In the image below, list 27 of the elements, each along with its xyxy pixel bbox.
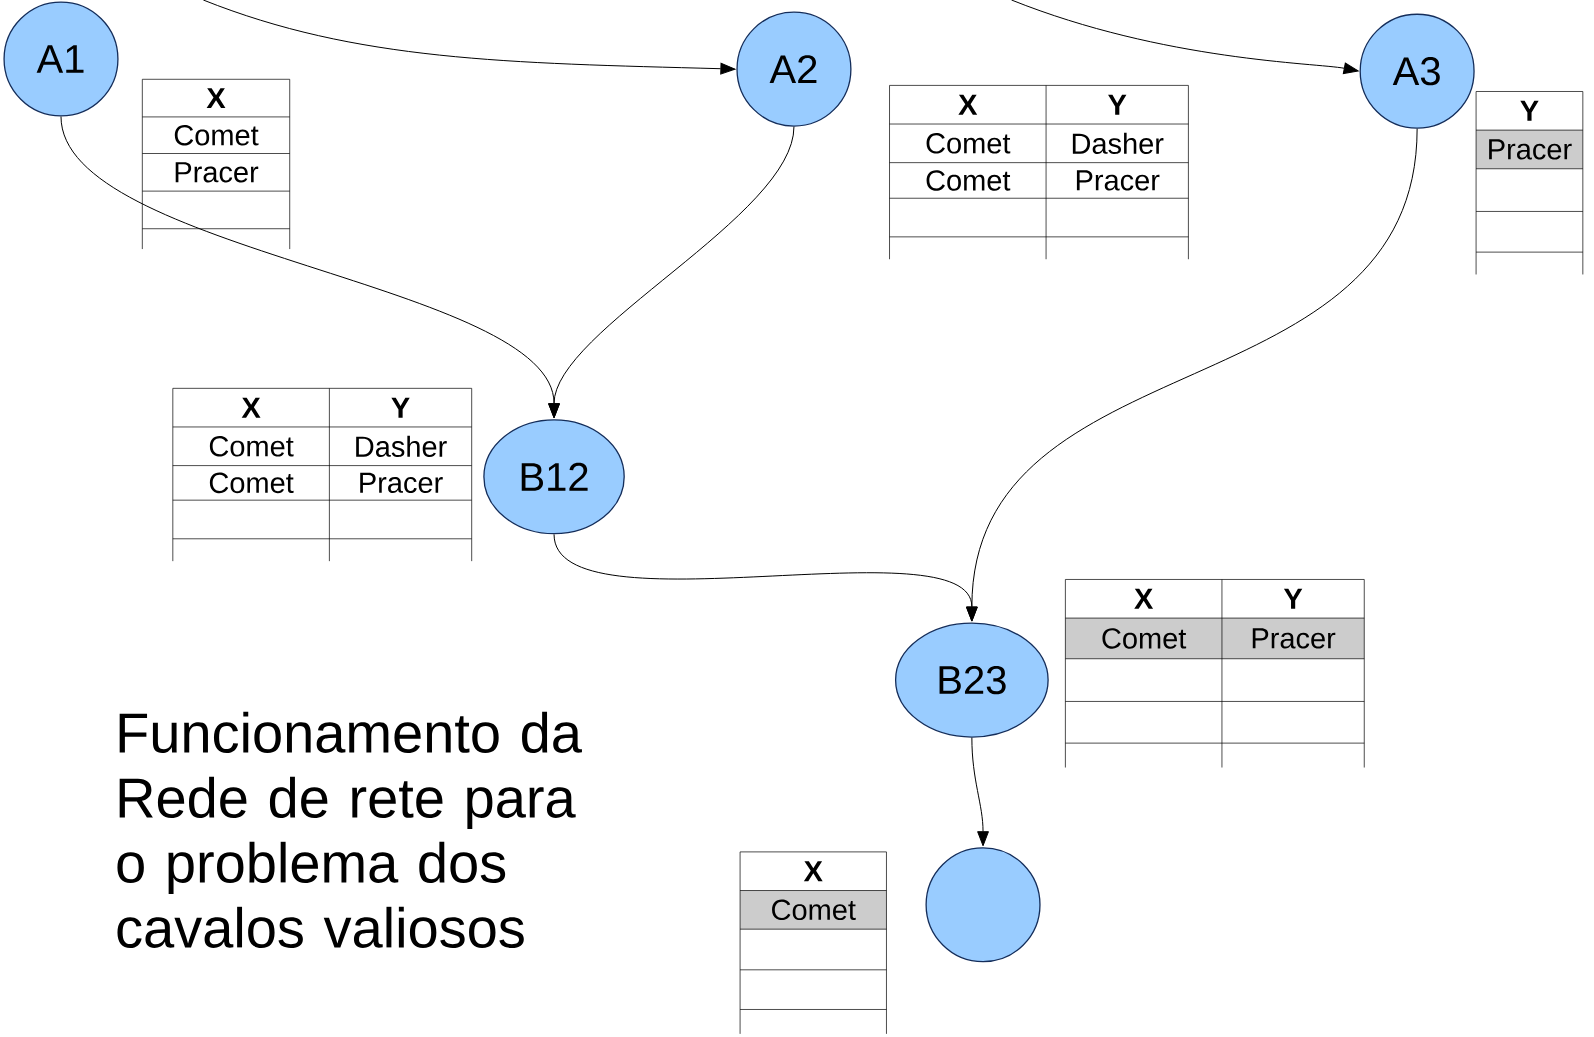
column-header: Y xyxy=(391,397,410,418)
column-header: X xyxy=(241,397,261,418)
table-cell: Pracer xyxy=(1076,170,1160,191)
table-cell: Comet xyxy=(926,170,1011,191)
table-cell: Comet xyxy=(1065,618,1222,659)
arrow xyxy=(1011,0,1359,75)
table-cell: Comet xyxy=(740,890,887,930)
arrow xyxy=(548,126,795,419)
arrow xyxy=(965,128,1418,622)
table-cell: Dasher xyxy=(1072,132,1164,155)
column-header: Y xyxy=(1283,588,1303,609)
column-header: Y xyxy=(1520,100,1539,121)
table-cell: Comet xyxy=(209,472,294,494)
caption: Funcionamento da Rede de rete para o problema dos cavalos valiosos xyxy=(117,711,582,948)
column-header: X xyxy=(958,94,978,115)
column-header: X xyxy=(206,88,226,109)
arrow xyxy=(971,737,989,847)
table-cell: Pracer xyxy=(1221,618,1365,659)
table-cell: Pracer xyxy=(175,162,259,183)
column-header: Y xyxy=(1108,94,1127,115)
table-cell: Pracer xyxy=(1476,130,1583,169)
column-header: X xyxy=(803,861,823,882)
table-cell: Pracer xyxy=(360,472,443,494)
arrow xyxy=(202,0,736,75)
table-cell: Comet xyxy=(209,436,294,457)
column-header: X xyxy=(1134,588,1154,609)
empty-circle xyxy=(925,847,1041,963)
